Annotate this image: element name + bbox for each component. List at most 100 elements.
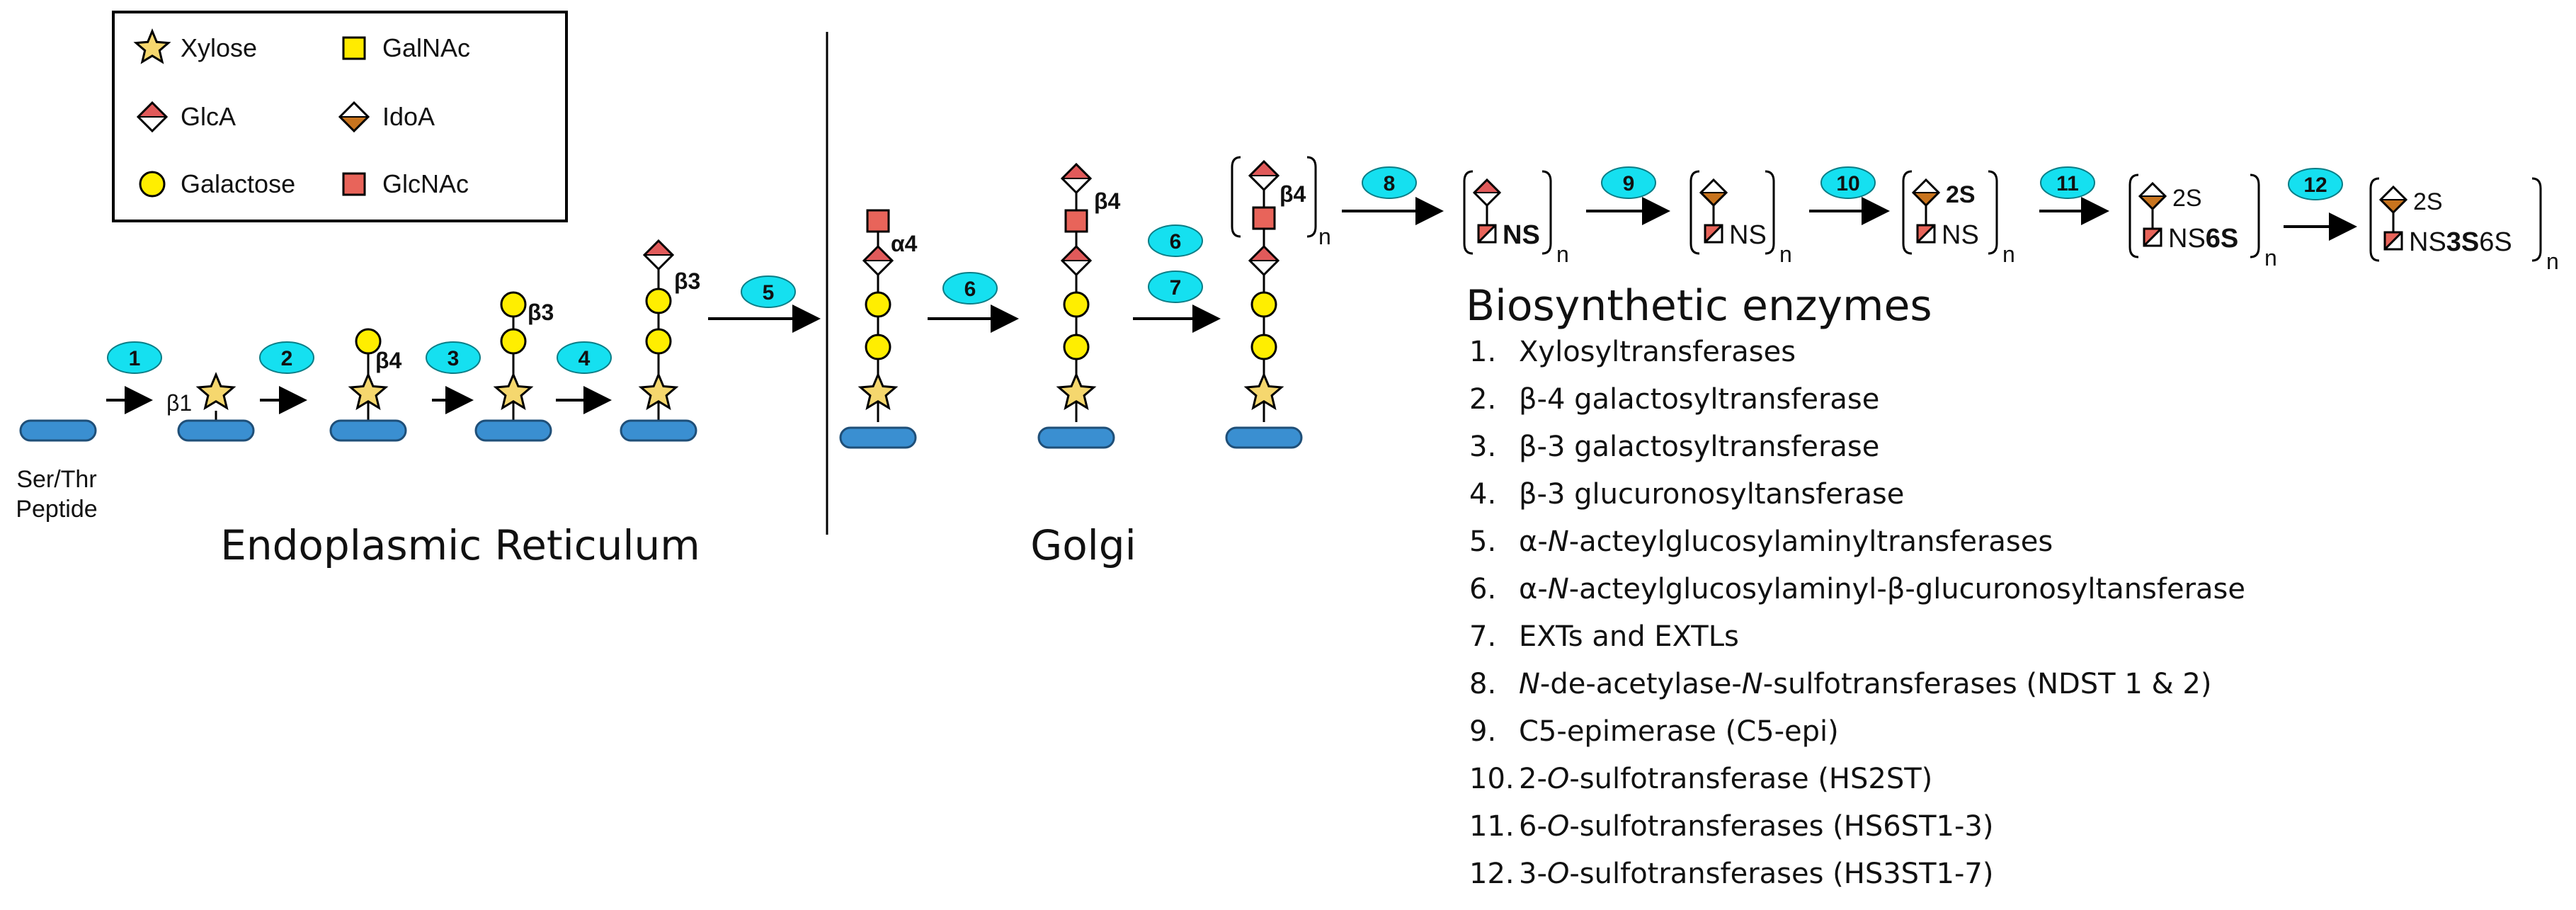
enzyme-name-part: -sulfotransferases (HS3ST1-7)	[1569, 858, 1993, 890]
enzyme-name-part: β-3 glucuronosyltansferase	[1519, 478, 1904, 511]
enzyme-item: 12.3-O-sulfotransferases (HS3ST1-7)	[1469, 858, 1993, 890]
step-badge-5: 5	[741, 275, 796, 308]
linkage-b4: β4	[375, 348, 402, 373]
repeat-index: n	[2264, 245, 2277, 271]
galactose-circle-icon	[139, 171, 166, 198]
glcnac-square-icon	[342, 172, 366, 196]
step-number: 10	[1836, 172, 1859, 195]
modification-top: 2S	[2413, 188, 2443, 215]
repeat-bracket-open	[1689, 170, 1700, 255]
enzyme-name-part: 3-	[1519, 858, 1547, 890]
xylose-star-icon	[1056, 372, 1097, 411]
enzyme-name-part: α-	[1519, 525, 1548, 558]
modification-bottom: NS	[1942, 220, 1979, 250]
step-number: 8	[1384, 172, 1396, 195]
step-badge-7: 7	[1148, 271, 1203, 303]
enzymes-heading: Biosynthetic enzymes	[1466, 281, 1932, 331]
modification-bottom: NS	[1729, 220, 1767, 250]
step-badge-ellipse	[426, 341, 481, 374]
glca-top-half-icon	[644, 241, 673, 255]
glca-top-half-icon	[138, 103, 166, 117]
xylose-star-icon	[195, 372, 236, 411]
galnac-square-icon	[342, 36, 366, 60]
repeat-index: n	[1318, 224, 1331, 249]
glca-top-half-icon	[864, 246, 892, 261]
enzyme-name-part: β-4 galactosyltransferase	[1519, 383, 1879, 416]
idoa-top-half-icon	[340, 103, 368, 117]
glcnac-slash-icon	[2143, 227, 2162, 247]
step-badge-9: 9	[1601, 166, 1656, 199]
glca-bottom-half-icon	[1250, 176, 1278, 190]
enzyme-name-part: -sulfotransferases (HS6ST1-3)	[1569, 810, 1993, 843]
step-number: 12	[2303, 174, 2327, 197]
structure-glcnac-a4	[839, 209, 917, 449]
repeat-index: n	[2002, 241, 2015, 267]
legend-item-glca: GlcA	[136, 101, 236, 133]
mod-part: 6S	[2479, 227, 2512, 257]
structure-glca-b4	[1037, 162, 1115, 449]
repeat-bracket-open	[1463, 170, 1474, 255]
xylose-star-icon	[638, 372, 679, 411]
galactose-circle-icon	[645, 288, 672, 314]
galactose-circle-icon	[1063, 334, 1090, 360]
step-badge-ellipse	[2040, 166, 2095, 199]
step-badge-ellipse	[1601, 166, 1656, 199]
peptide-oval-icon	[1037, 426, 1115, 449]
galactose-circle-icon	[1250, 291, 1277, 318]
enzyme-name-part: -acteylglucosylaminyl-β-glucuronosyltans…	[1569, 573, 2245, 605]
step-badge-2: 2	[259, 341, 314, 374]
glcnac-square-icon	[1064, 209, 1088, 233]
legend-item-galnac: GalNAc	[342, 33, 470, 62]
idoa-bottom-half-icon	[2381, 200, 2406, 212]
peptide-oval-icon	[839, 426, 917, 449]
step-badge-ellipse	[107, 341, 162, 374]
step-badge-6: 6	[1148, 224, 1203, 257]
idoa-ns-unit	[1689, 170, 1775, 255]
enzyme-name-part: N	[1548, 525, 1569, 558]
modification-bottom: NS	[1503, 220, 1540, 250]
enzyme-name-part: α-	[1519, 573, 1548, 605]
golgi-label: Golgi	[1030, 521, 1136, 569]
glca-bottom-half-icon	[864, 261, 892, 275]
twos-unit	[1902, 170, 1998, 255]
step-badge-11: 11	[2040, 166, 2095, 199]
step-badge-ellipse	[741, 275, 796, 308]
step-badge-6: 6	[942, 272, 998, 305]
step-number: 6	[964, 278, 976, 301]
enzyme-number: 5.	[1469, 525, 1496, 558]
galactose-circle-icon	[500, 291, 527, 318]
mod-part: 2S	[2413, 188, 2443, 215]
enzyme-item: 5.α-N-acteylglucosylaminyltransferases	[1469, 525, 2053, 558]
enzyme-number: 3.	[1469, 431, 1496, 463]
step-badge-3: 3	[426, 341, 481, 374]
idoa-bottom-half-icon	[340, 117, 368, 131]
structure-gal2	[474, 291, 552, 442]
enzyme-item: 7.EXTs and EXTLs	[1469, 620, 1739, 653]
repeat-bracket-close	[1541, 170, 1552, 255]
idoa-top-half-icon	[2140, 183, 2165, 196]
mod-part: NS	[1503, 220, 1540, 250]
enzyme-name: β-4 galactosyltransferase	[1519, 383, 1879, 416]
glca-top-half-icon	[1250, 161, 1278, 176]
peptide-oval-icon	[474, 419, 552, 442]
xylose-star-icon	[133, 28, 171, 64]
galactose-circle-icon	[865, 334, 891, 360]
enzyme-item: 8.N-de-acetylase-N-sulfotransferases (ND…	[1469, 668, 2211, 700]
repeat-bracket-open	[1231, 156, 1241, 238]
sixs-unit	[2128, 174, 2260, 258]
threes-unit	[2369, 177, 2542, 262]
enzyme-name-part: -sulfotransferases (NDST 1 & 2)	[1763, 668, 2212, 700]
legend-label: GalNAc	[382, 33, 470, 62]
peptide-label-line1: Ser/Thr	[16, 466, 96, 493]
step-number: 4	[579, 347, 591, 370]
step-badge-ellipse	[2288, 168, 2343, 200]
er-label: Endoplasmic Reticulum	[220, 521, 700, 569]
step-badge-1: 1	[107, 341, 162, 374]
enzyme-item: 4.β-3 glucuronosyltansferase	[1469, 478, 1904, 511]
enzyme-name-part: -sulfotransferase (HS2ST)	[1569, 763, 1932, 795]
step-badge-ellipse	[1362, 166, 1417, 199]
mod-part: 3S	[2446, 227, 2479, 257]
enzyme-name-part: 6-	[1519, 810, 1547, 843]
enzyme-name: β-3 galactosyltransferase	[1519, 431, 1879, 463]
